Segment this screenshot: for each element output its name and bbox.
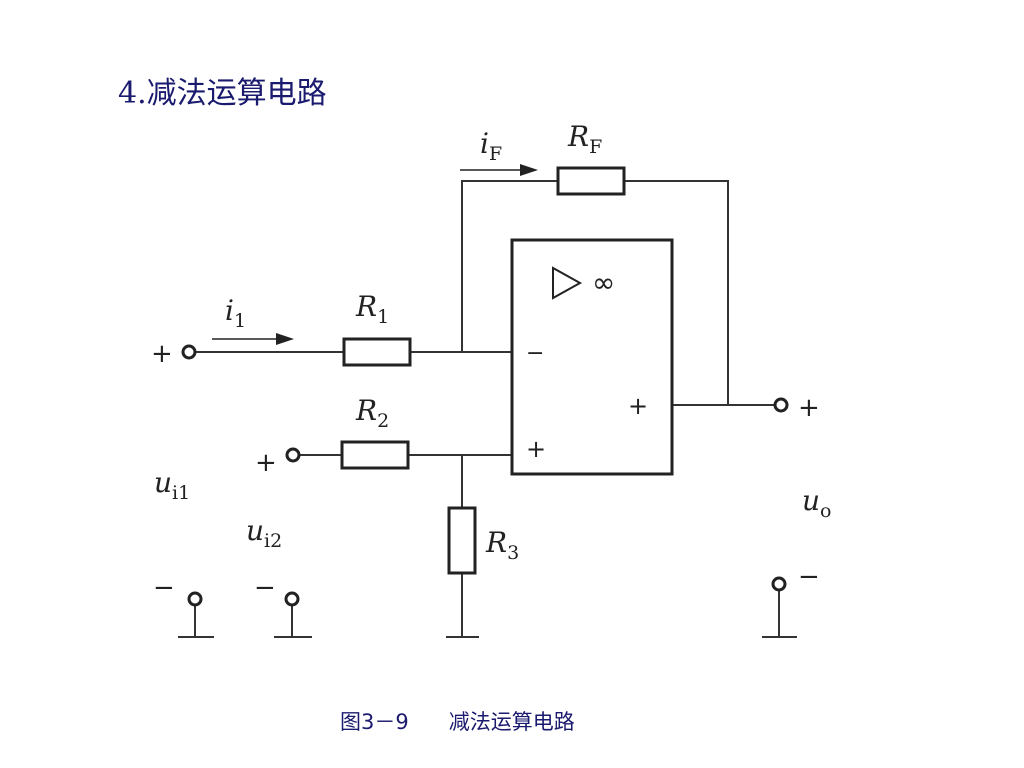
label-ui2: ui2 bbox=[246, 514, 282, 552]
figure-number: 图3－9 bbox=[340, 710, 409, 734]
terminal-sign-ui2-minus: − bbox=[254, 573, 276, 603]
terminal-uo-minus bbox=[771, 576, 787, 592]
resistor-r3 bbox=[447, 506, 477, 575]
opamp-noninverting-input-label: + bbox=[526, 435, 546, 463]
terminal-ui2-plus bbox=[285, 447, 301, 463]
circuit-wires bbox=[178, 180, 797, 638]
label-ui1: ui1 bbox=[154, 466, 190, 504]
resistor-rf bbox=[556, 166, 626, 196]
figure-caption: 图3－9 减法运算电路 bbox=[340, 706, 575, 736]
label-if: iF bbox=[480, 127, 502, 165]
opamp-gain-symbol: ∞ bbox=[592, 266, 615, 299]
terminal-sign-uo-minus: − bbox=[798, 562, 820, 592]
current-arrow-if-icon bbox=[460, 164, 538, 176]
terminal-sign-ui1-plus: + bbox=[151, 339, 173, 369]
label-rf: RF bbox=[567, 120, 602, 158]
terminal-sign-ui1-minus: − bbox=[153, 573, 175, 603]
label-r2: R2 bbox=[355, 394, 389, 432]
label-i1: i1 bbox=[225, 294, 246, 332]
opamp-triangle-icon bbox=[552, 266, 583, 300]
terminal-uo-plus bbox=[773, 397, 789, 413]
opamp-output-label: + bbox=[628, 392, 648, 420]
opamp-inverting-input-label: − bbox=[526, 341, 544, 366]
terminal-sign-ui2-plus: + bbox=[255, 448, 277, 478]
opamp-body bbox=[510, 238, 674, 476]
terminal-ui1-plus bbox=[181, 344, 197, 360]
resistor-r1 bbox=[342, 337, 412, 367]
resistor-r2 bbox=[340, 440, 410, 470]
label-r3: R3 bbox=[485, 526, 519, 564]
label-uo: uo bbox=[802, 484, 832, 522]
current-arrow-i1-icon bbox=[212, 333, 294, 345]
figure-title: 减法运算电路 bbox=[448, 710, 575, 734]
terminal-sign-uo-plus: + bbox=[798, 393, 820, 423]
label-r1: R1 bbox=[355, 290, 389, 328]
terminal-ui1-minus bbox=[187, 591, 203, 607]
terminal-ui2-minus bbox=[284, 591, 300, 607]
page-title: 4.减法运算电路 bbox=[118, 76, 327, 111]
